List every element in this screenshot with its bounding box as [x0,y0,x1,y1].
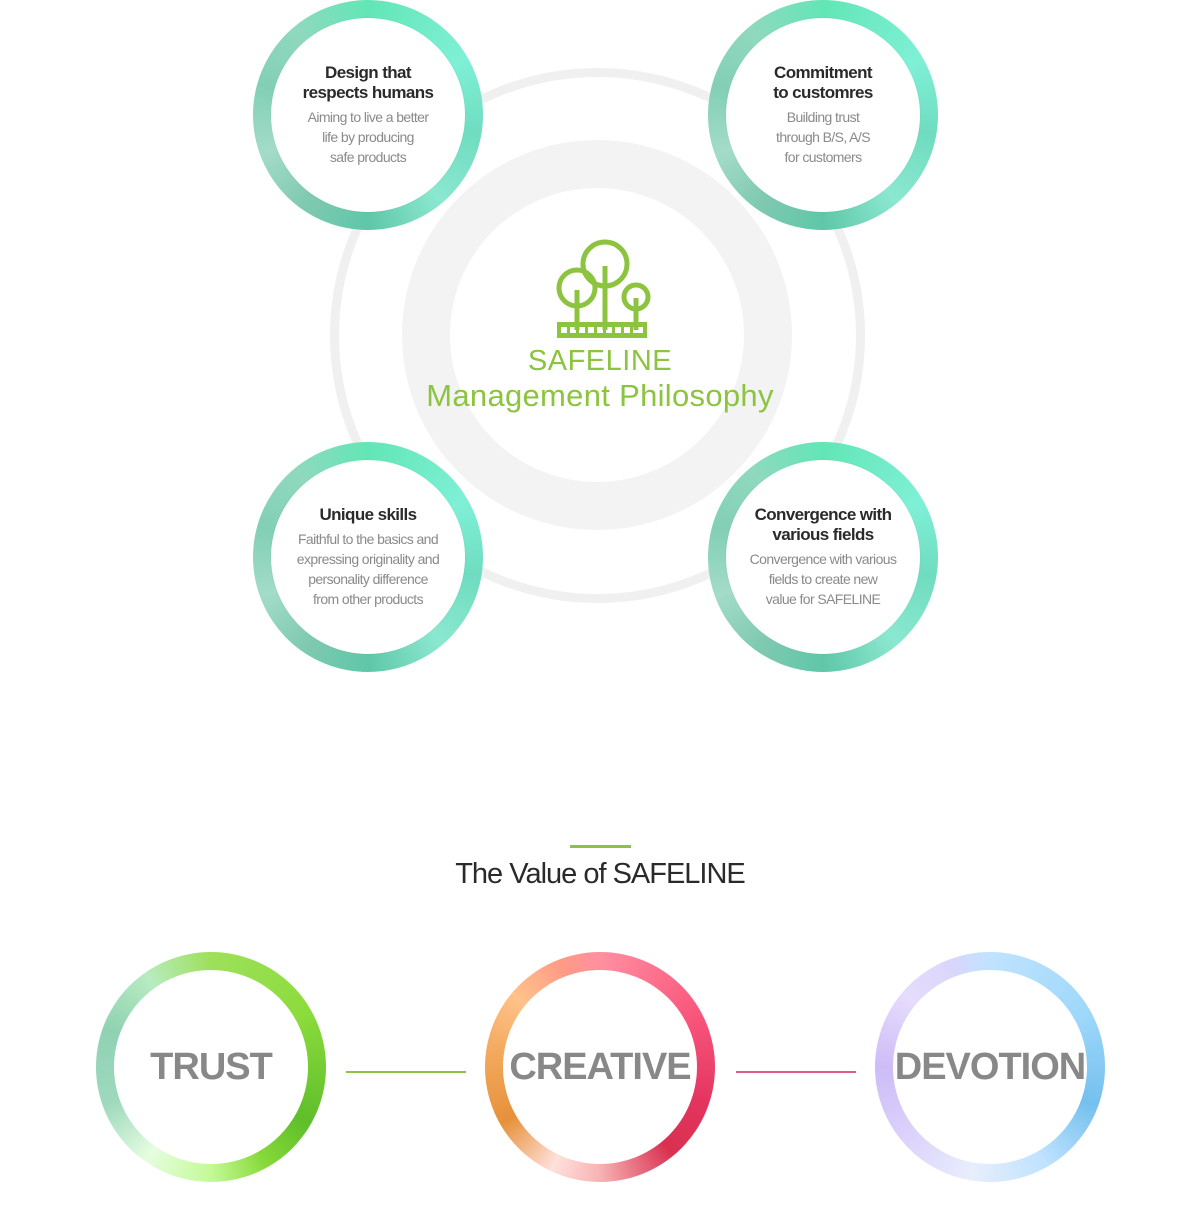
philosophy-item-unique-skills: Unique skills Faithful to the basics and… [253,442,483,672]
philosophy-item-desc: Aiming to live a better life by producin… [307,109,429,165]
value-heading: The Value of SAFELINE [455,858,746,890]
philosophy-item-desc: Convergence with various fields to creat… [749,551,897,607]
value-item-creative: CREATIVE [485,952,715,1182]
value-heading-accent [570,845,631,848]
value-connector-pink [736,1071,856,1073]
philosophy-title-line2: Management Philosophy [426,378,774,413]
value-item-label: DEVOTION [894,1045,1086,1088]
philosophy-center: SAFELINE Management Philosophy [400,238,800,428]
philosophy-item-convergence: Convergence with various fields Converge… [708,442,938,672]
philosophy-item-desc: Building trust through B/S, A/S for cust… [776,109,871,165]
philosophy-item-title: Design that respects humans [302,63,434,102]
value-item-label: CREATIVE [509,1045,691,1088]
philosophy-item-title: Commitment to customres [773,63,873,102]
philosophy-item-commitment: Commitment to customres Building trust t… [708,0,938,230]
philosophy-item-title: Convergence with various fields [754,505,892,544]
outer-ring [330,68,865,603]
tree-fence-icon [556,239,651,338]
philosophy-item-title: Unique skills [319,505,417,524]
value-item-label: TRUST [150,1045,273,1088]
philosophy-item-design: Design that respects humans Aiming to li… [253,0,483,230]
philosophy-item-desc: Faithful to the basics and expressing or… [296,531,440,607]
value-item-trust: TRUST [96,952,326,1182]
value-item-devotion: DEVOTION [875,952,1105,1182]
philosophy-title-line1: SAFELINE [527,345,673,377]
value-connector-green [346,1071,466,1073]
